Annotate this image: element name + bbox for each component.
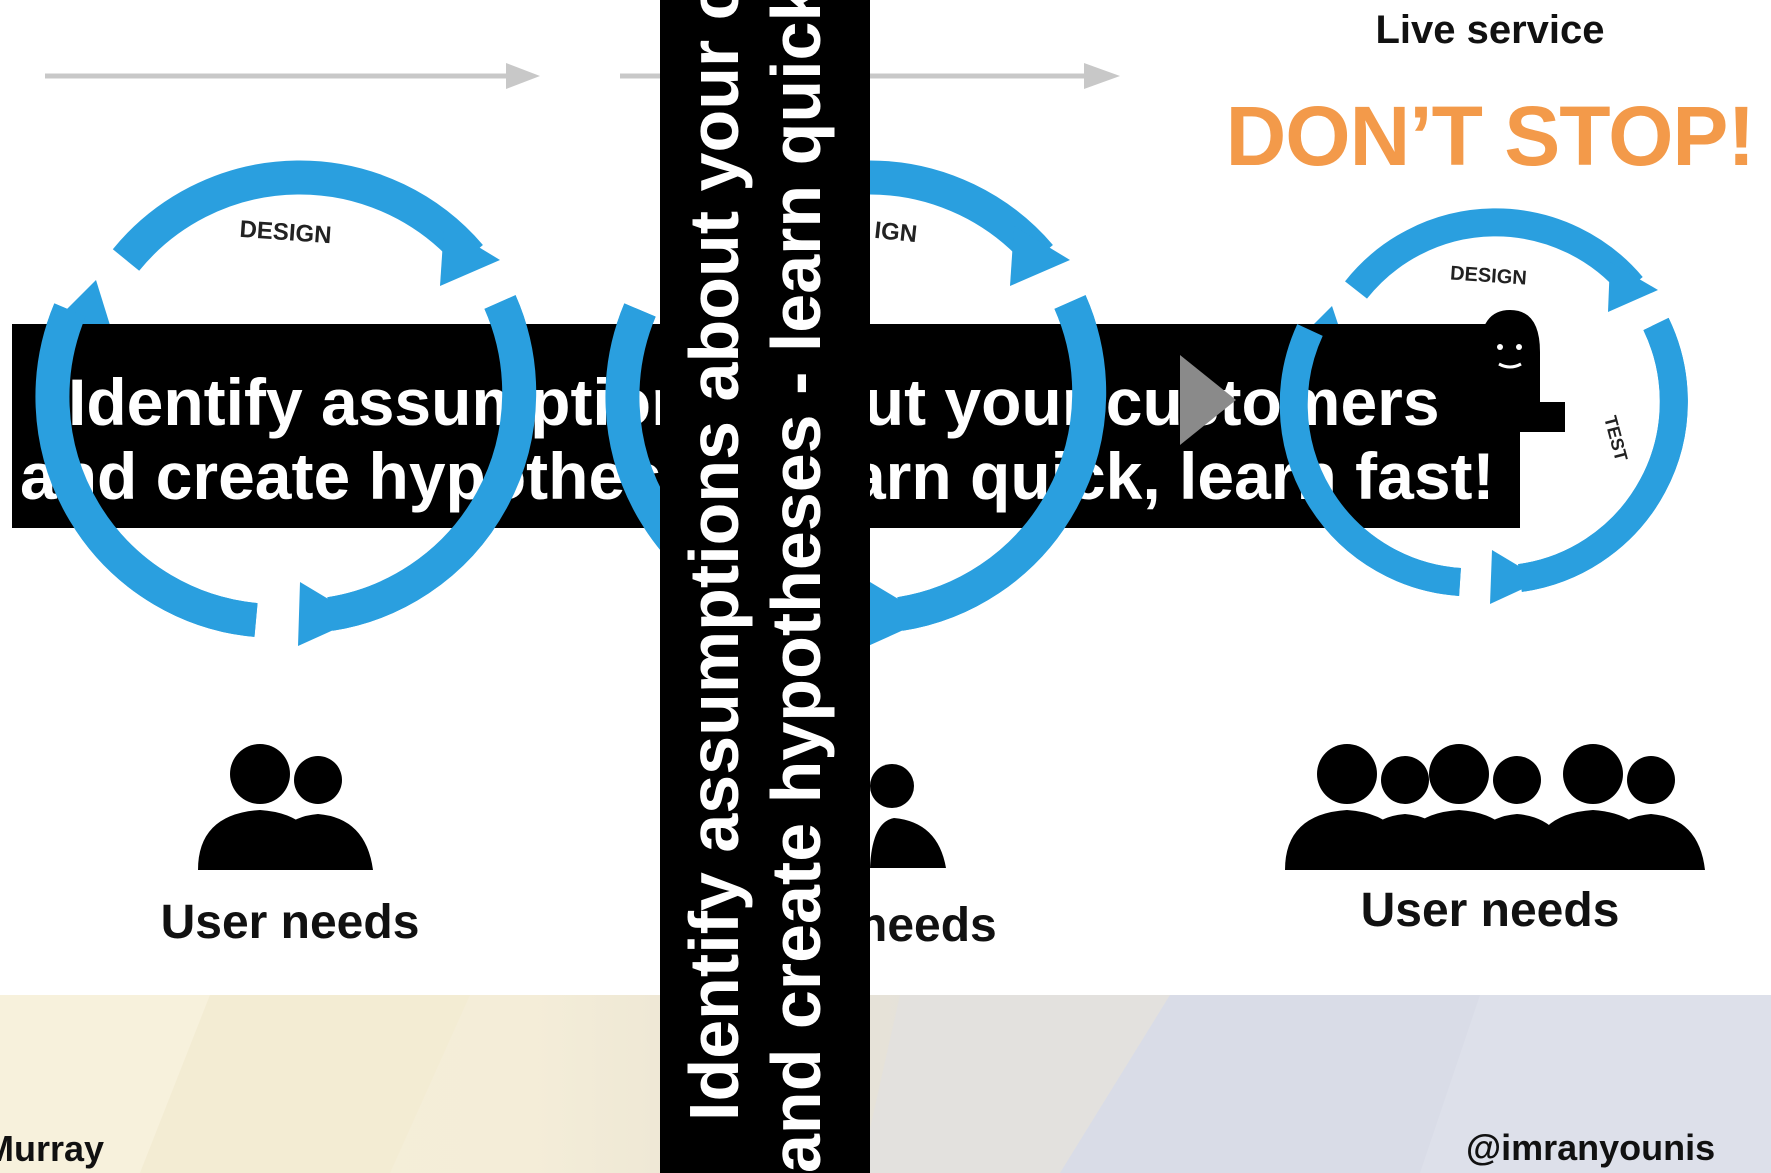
cycle-3-design-label: DESIGN: [1449, 262, 1527, 289]
footer-background-shapes: [0, 995, 1771, 1173]
vertical-banner-text: Identify assumptions about your customer…: [660, 0, 870, 1173]
person-icon: [1480, 310, 1565, 432]
dont-stop-heading: DON’T STOP!: [1225, 89, 1756, 183]
vertical-banner-line-1: Identify assumptions about your customer…: [675, 0, 753, 1121]
footer-background: [0, 995, 1771, 1173]
cycle-1-design-label: DESIGN: [239, 216, 333, 249]
vertical-banner-line-2: and create hypotheses - learn quick, lea…: [757, 0, 835, 1173]
user-group-icon-2: [870, 764, 946, 868]
user-needs-label-3: User needs: [1360, 884, 1620, 937]
footer-author-left: Murray: [0, 1128, 105, 1169]
footer-twitter-handle[interactable]: @imranyounis: [1466, 1127, 1716, 1168]
cycle-2-design-label: IGN: [873, 217, 918, 248]
live-service-heading: Live service: [1375, 8, 1605, 52]
play-icon[interactable]: [1180, 355, 1240, 445]
user-group-icon-1: [198, 744, 373, 870]
user-needs-label-1: User needs: [160, 896, 420, 949]
vertical-assumptions-banner: Identify assumptions about your customer…: [660, 0, 870, 1173]
user-group-icon-3: [1285, 744, 1705, 870]
user-needs-label-2: needs: [858, 899, 997, 952]
